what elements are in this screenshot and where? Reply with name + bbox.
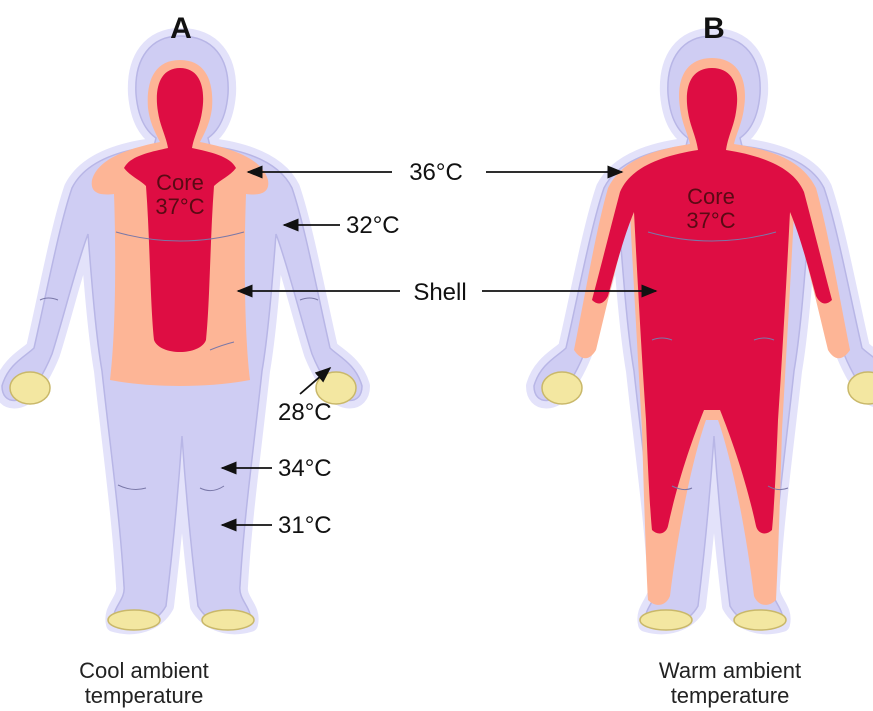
label-31c: 31°C	[278, 512, 332, 539]
label-32c: 32°C	[346, 212, 400, 239]
figure-a	[2, 36, 362, 630]
label-34c: 34°C	[278, 455, 332, 482]
label-36c: 36°C	[409, 159, 463, 186]
label-shell: Shell	[413, 279, 466, 306]
hand-b-left	[542, 372, 582, 404]
core-a-label: Core	[156, 170, 204, 195]
label-28c: 28°C	[278, 399, 332, 426]
core-a-temp: 37°C	[155, 194, 204, 219]
caption-b-line2: temperature	[671, 683, 790, 708]
foot-a-left	[108, 610, 160, 630]
figure-b	[534, 36, 873, 630]
foot-b-right	[734, 610, 786, 630]
caption-a-line2: temperature	[85, 683, 204, 708]
caption-a-line1: Cool ambient	[79, 658, 209, 683]
hand-a-left	[10, 372, 50, 404]
panel-b-label: B	[703, 12, 725, 45]
foot-b-left	[640, 610, 692, 630]
panel-a-label: A	[170, 12, 192, 45]
foot-a-right	[202, 610, 254, 630]
core-b-temp: 37°C	[686, 208, 735, 233]
caption-b-line1: Warm ambient	[659, 658, 801, 683]
core-b-label: Core	[687, 184, 735, 209]
